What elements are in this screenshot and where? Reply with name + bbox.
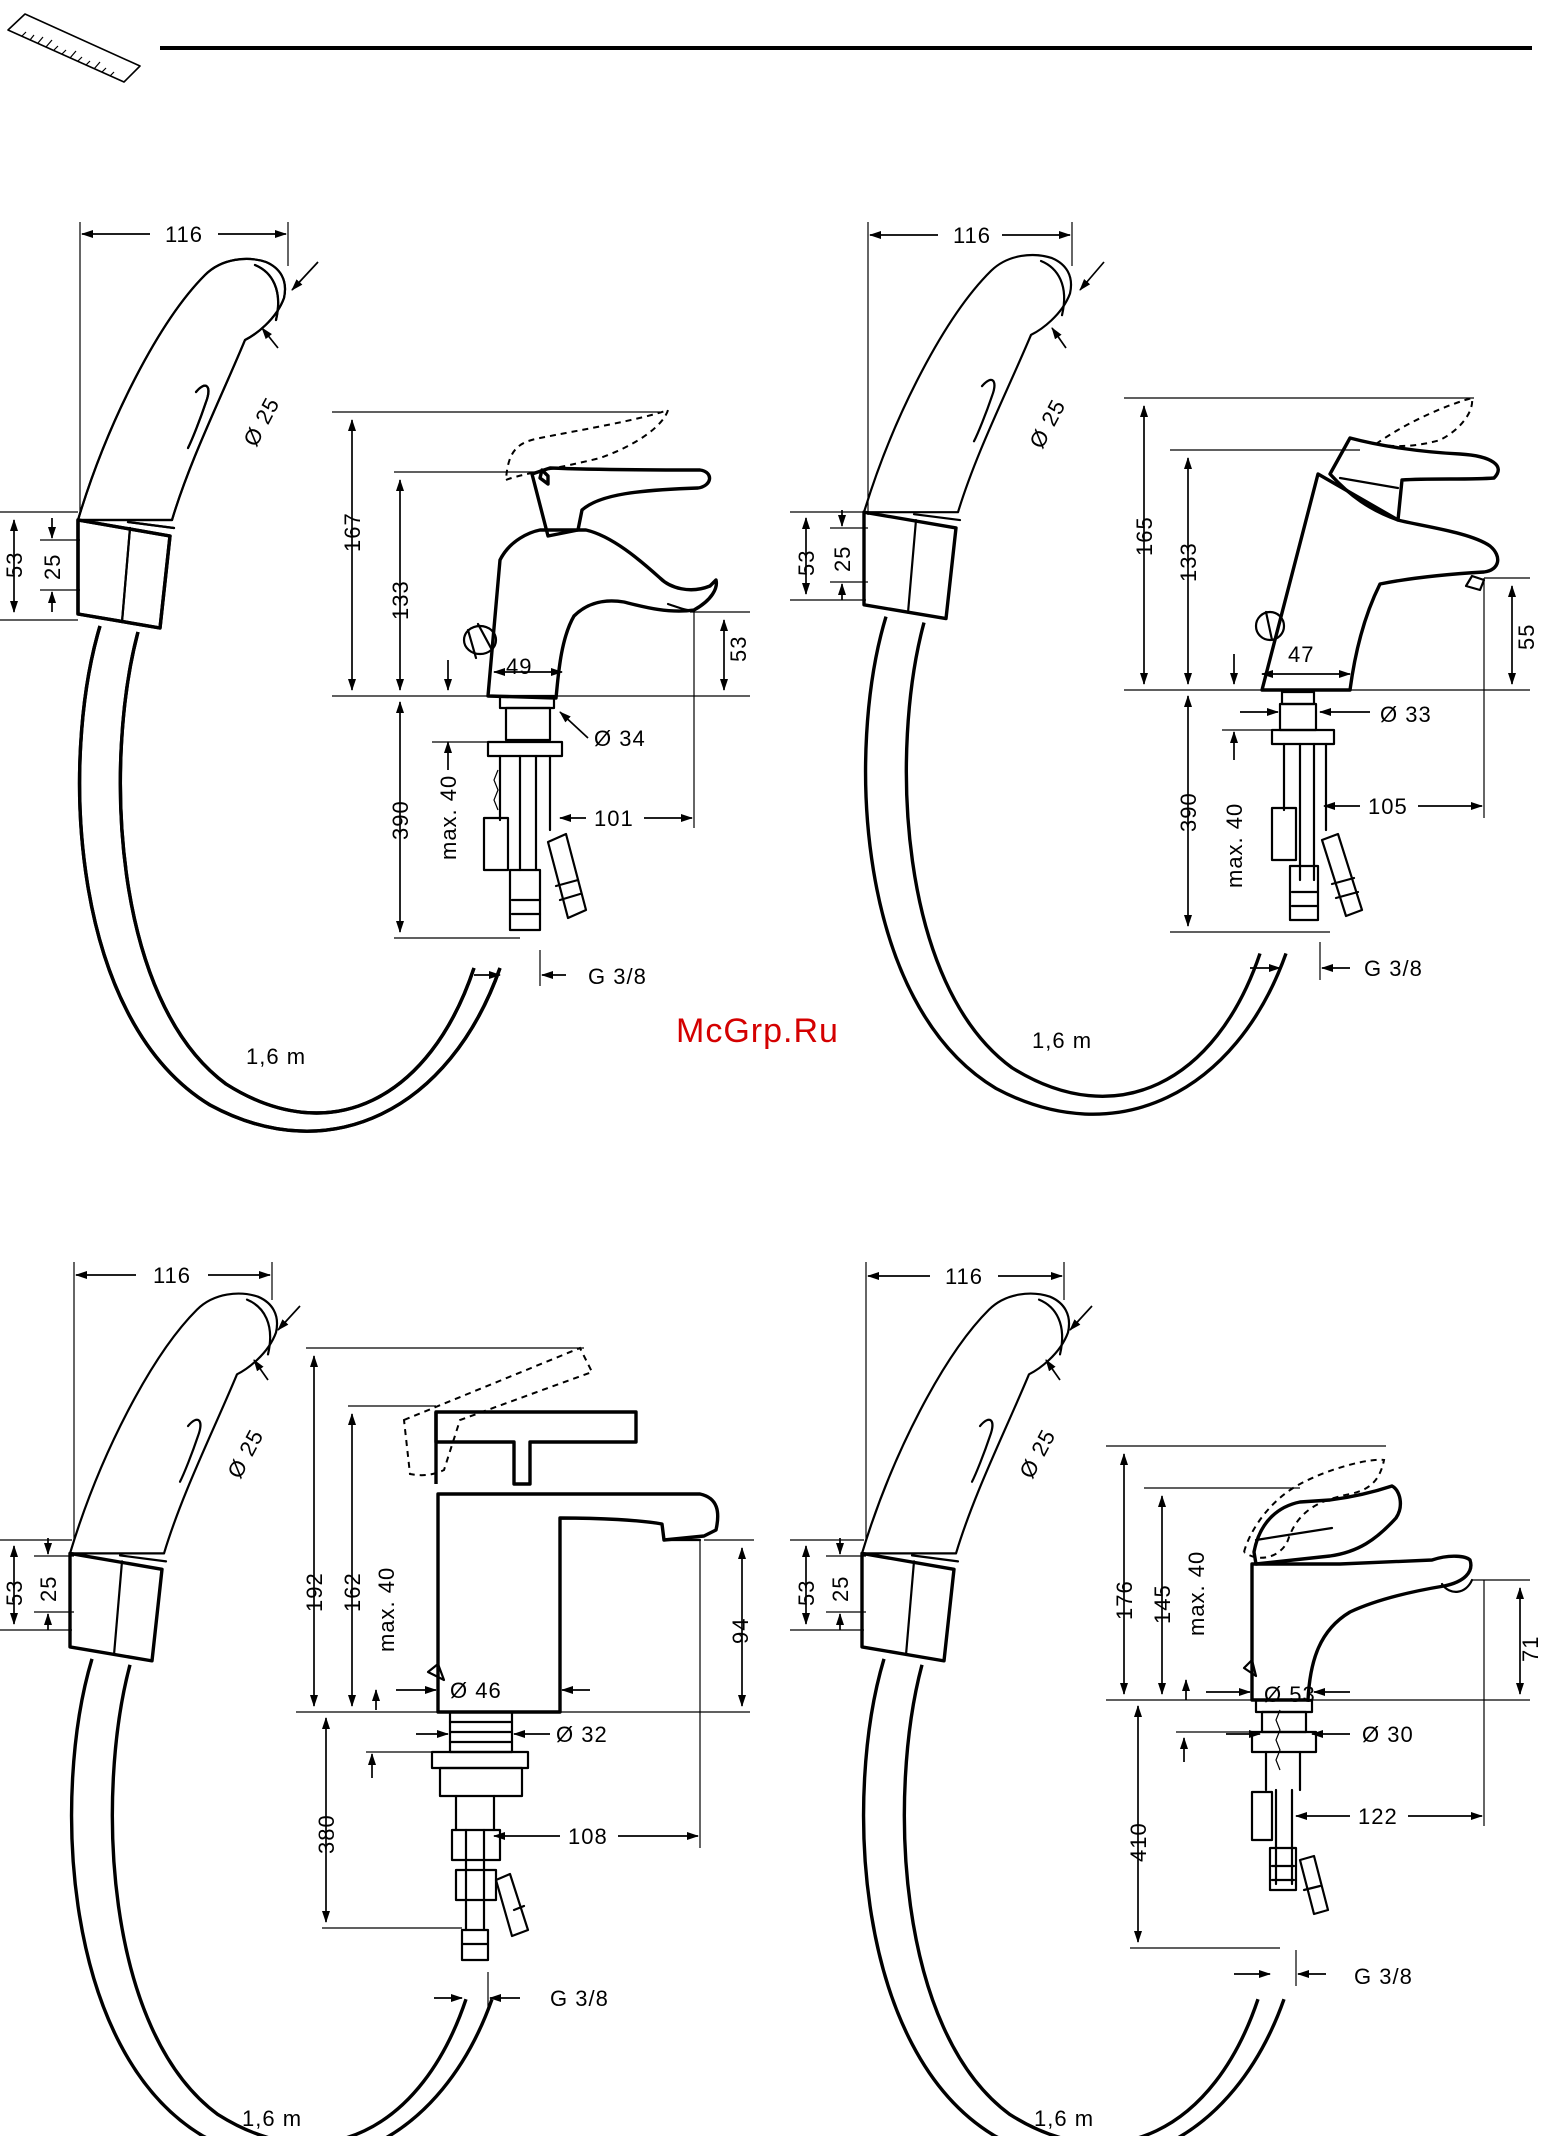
dim-dia-30: Ø 30 <box>1362 1722 1414 1747</box>
dim-133: 133 <box>388 580 413 620</box>
dim-47: 47 <box>1288 642 1314 667</box>
dim-25: 25 <box>828 1576 853 1602</box>
dim-133: 133 <box>1176 542 1201 582</box>
dim-dia-25: Ø 25 <box>222 1425 268 1482</box>
watermark: McGrp.Ru <box>676 1012 839 1050</box>
dim-max-40: max. 40 <box>1184 1551 1209 1636</box>
dim-dia-53: Ø 53 <box>1264 1682 1316 1707</box>
dim-176: 176 <box>1112 1580 1137 1620</box>
dim-53: 53 <box>2 552 27 578</box>
dim-g-3-8: G 3/8 <box>588 964 647 989</box>
dim-410: 410 <box>1126 1822 1151 1862</box>
dim-116: 116 <box>945 1264 983 1289</box>
dim-g-3-8: G 3/8 <box>1354 1964 1413 1989</box>
dim-53: 53 <box>794 550 819 576</box>
dim-25: 25 <box>36 1576 61 1602</box>
hose-length: 1,6 m <box>1032 1028 1092 1053</box>
dim-101: 101 <box>594 806 634 831</box>
dim-max-40: max. 40 <box>374 1567 399 1652</box>
dim-g-3-8: G 3/8 <box>550 1986 609 2011</box>
dim-g-3-8: G 3/8 <box>1364 956 1423 981</box>
dim-165: 165 <box>1132 516 1157 556</box>
dim-145: 145 <box>1150 1584 1175 1624</box>
dim-55: 55 <box>1514 624 1539 650</box>
hose-length: 1,6 m <box>246 1044 306 1069</box>
dim-25: 25 <box>830 546 855 572</box>
dim-dia-32: Ø 32 <box>556 1722 608 1747</box>
dim-94: 94 <box>728 1618 753 1644</box>
panel-2: 116 Ø 25 53 25 <box>790 222 1539 1114</box>
faucet-body <box>464 410 716 930</box>
dim-108: 108 <box>568 1824 608 1849</box>
dim-167: 167 <box>340 512 365 552</box>
dim-max-40: max. 40 <box>436 775 461 860</box>
dim-71: 71 <box>1518 1636 1542 1662</box>
dim-192: 192 <box>302 1572 327 1612</box>
dim-dia-46: Ø 46 <box>450 1678 502 1703</box>
panel-3: 116 Ø 25 53 25 <box>0 1262 754 2136</box>
dim-25: 25 <box>40 554 65 580</box>
dim-53-spout: 53 <box>726 636 751 662</box>
dim-49: 49 <box>506 654 532 679</box>
ruler-icon <box>8 14 140 82</box>
dim-dia-25: Ø 25 <box>238 393 284 450</box>
dim-116: 116 <box>953 223 991 248</box>
dim-53: 53 <box>2 1580 27 1606</box>
dim-dia-34: Ø 34 <box>594 726 646 751</box>
dim-116: 116 <box>153 1263 191 1288</box>
hose-length: 1,6 m <box>1034 2106 1094 2131</box>
dim-162: 162 <box>340 1572 365 1612</box>
faucet-body <box>404 1348 718 1960</box>
dim-dia-33: Ø 33 <box>1380 702 1432 727</box>
dim-122: 122 <box>1358 1804 1398 1829</box>
dim-53: 53 <box>794 1580 819 1606</box>
dim-max-40: max. 40 <box>1222 803 1247 888</box>
dim-105: 105 <box>1368 794 1408 819</box>
hose-length: 1,6 m <box>242 2106 302 2131</box>
dim-dia-25: Ø 25 <box>1014 1425 1060 1482</box>
panel-4: 116 Ø 25 53 25 <box>790 1262 1542 2136</box>
dim-390: 390 <box>388 800 413 840</box>
dim-390: 390 <box>1176 792 1201 832</box>
hand-shower-with-hose <box>78 259 500 1131</box>
dim-dia-25: Ø 25 <box>1024 395 1070 452</box>
dim-116: 116 <box>165 222 203 247</box>
dim-380: 380 <box>314 1814 339 1854</box>
panel-1: 116 Ø 25 53 25 <box>0 222 751 1131</box>
